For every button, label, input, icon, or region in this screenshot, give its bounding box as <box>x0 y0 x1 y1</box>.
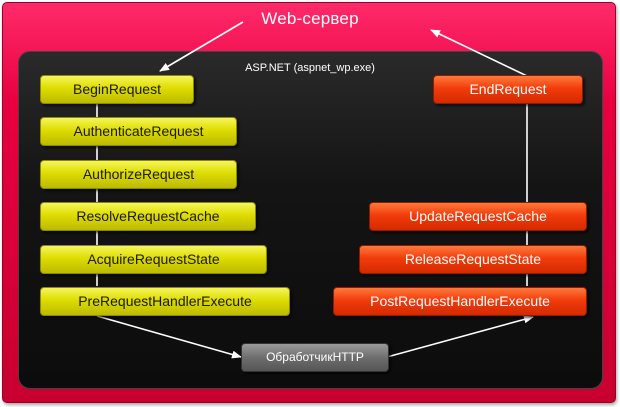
event-authorize-request: AuthorizeRequest <box>40 160 237 189</box>
arrow-pre-to-handler <box>96 315 242 359</box>
event-post-request-handler-execute: PostRequestHandlerExecute <box>333 287 587 316</box>
event-release-request-state: ReleaseRequestState <box>359 245 587 274</box>
arrow-end-to-server <box>430 29 528 77</box>
arrow-server-to-begin <box>159 21 244 72</box>
event-authenticate-request: AuthenticateRequest <box>40 117 237 146</box>
event-acquire-request-state: AcquireRequestState <box>40 245 267 274</box>
event-update-request-cache: UpdateRequestCache <box>369 202 587 231</box>
event-resolve-request-cache: ResolveRequestCache <box>40 202 256 231</box>
event-begin-request: BeginRequest <box>40 75 194 104</box>
http-handler: ОбработчикHTTP <box>241 343 389 372</box>
event-end-request: EndRequest <box>433 75 583 104</box>
event-pre-request-handler-execute: PreRequestHandlerExecute <box>40 287 290 316</box>
web-server-title: Web-сервер <box>261 9 359 28</box>
arrow-handler-to-post <box>386 315 534 358</box>
aspnet-title: ASP.NET (aspnet_wp.exe) <box>245 62 375 74</box>
